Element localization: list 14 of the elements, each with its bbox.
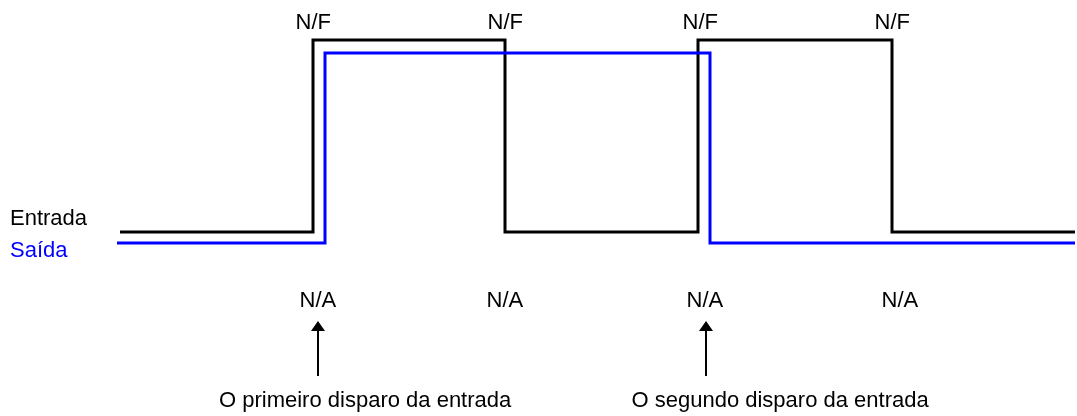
state-label: N/F — [487, 10, 523, 34]
trigger-caption: O primeiro disparo da entrada — [219, 388, 512, 412]
state-label: N/A — [686, 288, 724, 312]
state-label: N/F — [682, 10, 718, 34]
state-label: N/F — [874, 10, 910, 34]
arrow — [699, 321, 713, 377]
state-label: N/A — [881, 288, 919, 312]
arrow — [311, 321, 325, 377]
state-label: N/A — [486, 288, 524, 312]
signal-name: Saída — [10, 238, 68, 262]
state-label: N/F — [295, 10, 331, 34]
trigger-caption: O segundo disparo da entrada — [631, 388, 929, 412]
signal-name: Entrada — [10, 206, 88, 230]
state-label: N/A — [299, 288, 337, 312]
